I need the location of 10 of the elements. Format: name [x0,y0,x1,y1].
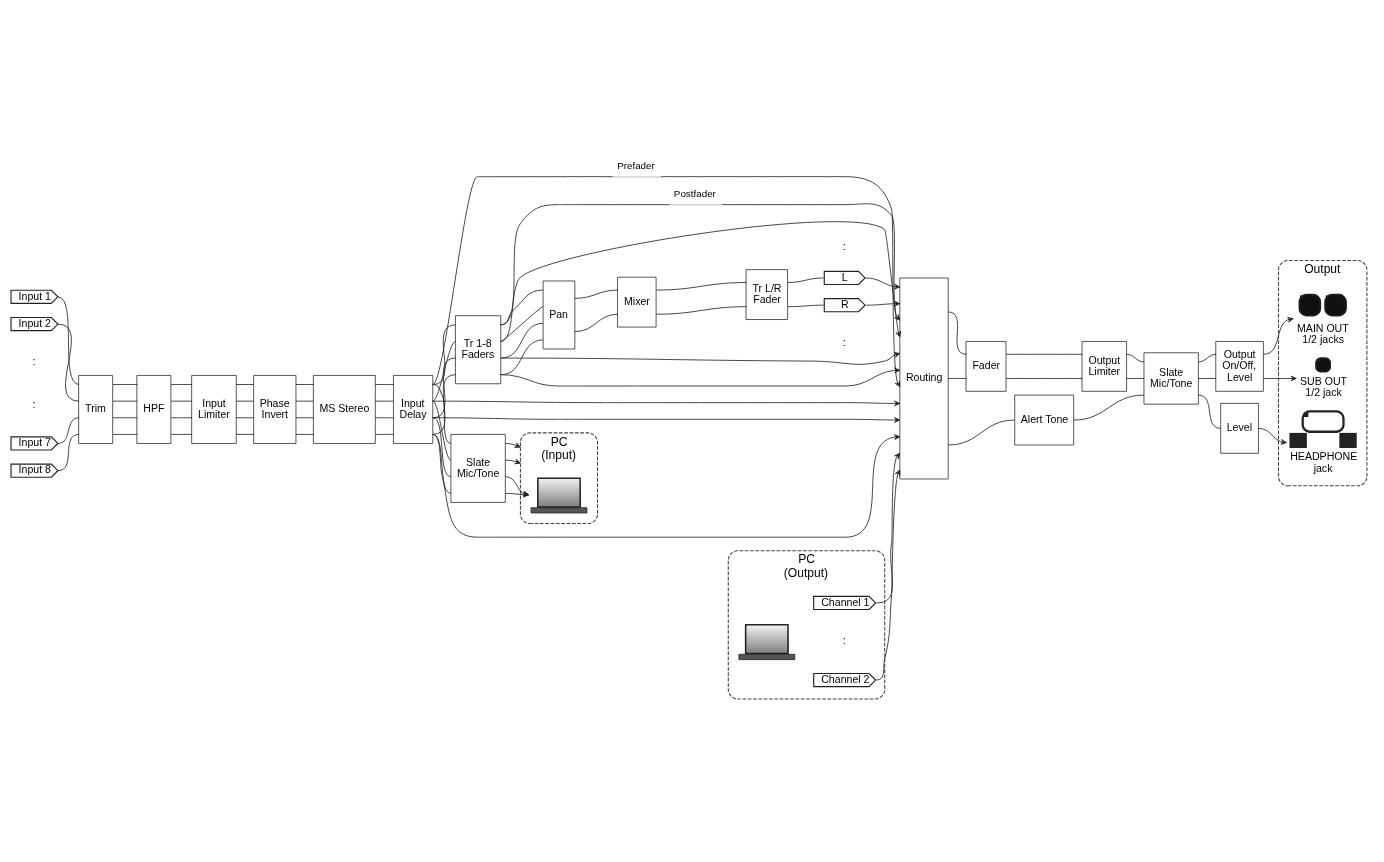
node-label: SUB OUT 1/2 jack [1300,374,1348,399]
label: : [842,336,846,349]
label: : [842,634,846,647]
label: : [842,239,846,252]
edge-label: Prefader [617,160,655,172]
edge-label: Postfader [673,188,716,200]
node-label: HEADPHONE jack [1290,450,1358,474]
label: : [32,397,36,410]
node-label: MAIN OUT 1/2 jacks [1297,321,1349,346]
label: : [32,355,36,368]
